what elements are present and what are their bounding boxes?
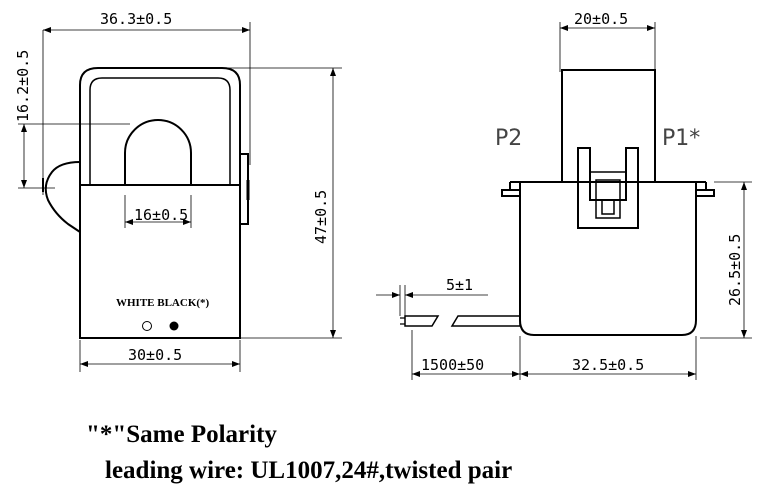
side-top-dimension: 20±0.5 [559,10,656,72]
side-bottom-dimension: 1500±50 32.5±0.5 [411,330,697,380]
front-right-clip [240,153,250,225]
side-body-width-label: 32.5±0.5 [572,356,644,374]
front-view: 36.3±0.5 16.2±0.5 [14,10,342,372]
front-height-side-label: 16.2±0.5 [14,50,32,122]
side-width-top-label: 20±0.5 [574,10,628,28]
side-body [501,181,715,336]
side-view: 20±0.5 P2 P1* [376,10,752,380]
polarity-note: "*"Same Polarity [86,421,277,448]
front-height-total-label: 47±0.5 [312,190,330,244]
front-opening-dimension: 16±0.5 [124,195,192,228]
black-terminal-icon [169,321,179,331]
front-top-dimension: 36.3±0.5 [42,10,251,195]
front-width-top-label: 36.3±0.5 [100,10,172,28]
front-loop [79,67,241,185]
pin-p1-label: P1* [662,126,700,151]
front-hinge [42,161,81,233]
side-latch [577,147,639,229]
side-strip-label: 5±1 [446,276,473,294]
white-terminal-icon [142,321,152,331]
front-opening-label: 16±0.5 [134,206,188,224]
side-loop [561,69,656,182]
front-opening [124,119,192,185]
front-height-dimension: 47±0.5 [220,67,342,339]
side-strip-dimension: 5±1 [376,276,488,316]
side-body-height-label: 26.5±0.5 [726,234,744,306]
side-wire-length-label: 1500±50 [421,356,484,374]
pin-p2-label: P2 [495,126,522,151]
front-left-dimension: 16.2±0.5 [14,50,130,189]
side-wire [400,315,521,327]
wire-note: leading wire: UL1007,24#,twisted pair [105,457,512,484]
front-width-bottom-label: 30±0.5 [128,346,182,364]
front-wire-label: WHITE BLACK(*) [116,297,210,309]
side-height-dimension: 26.5±0.5 [700,181,752,339]
front-bottom-dimension: 30±0.5 [79,340,241,372]
